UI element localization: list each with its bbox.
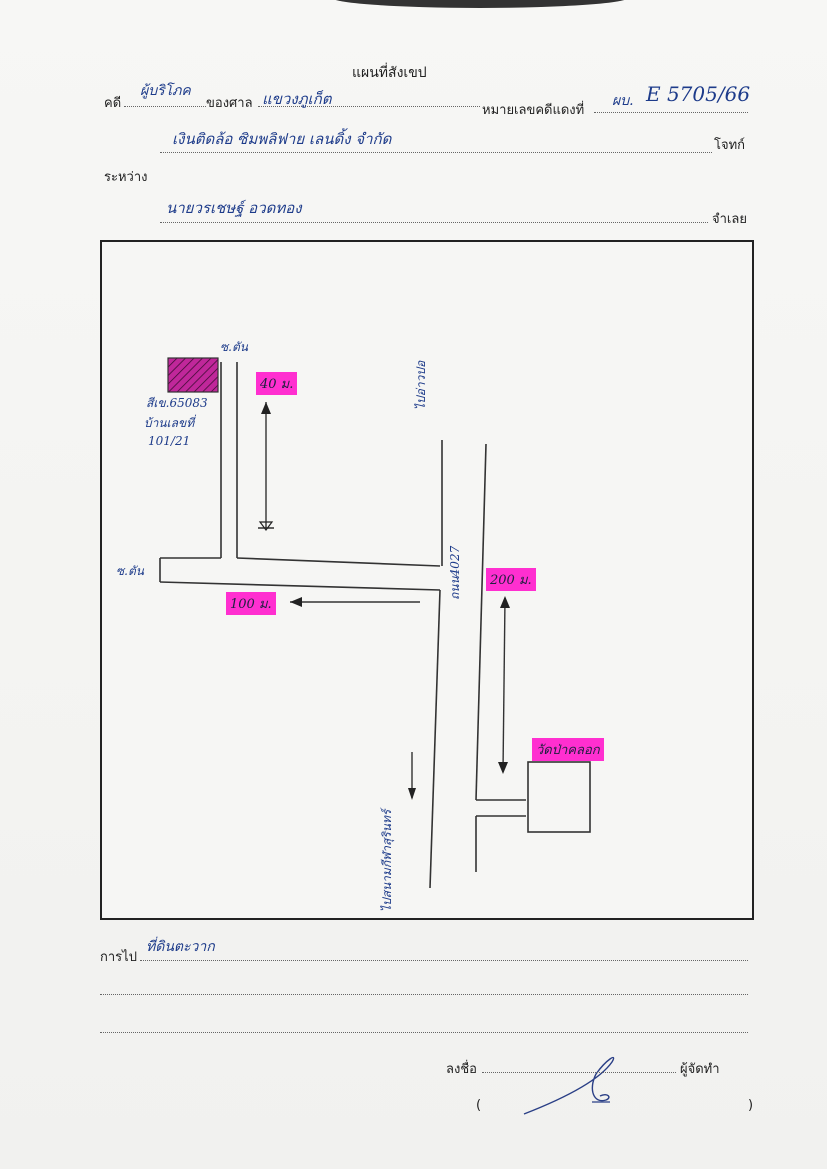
directions-line-3 xyxy=(100,1032,748,1033)
red-case-prefix: ผบ. xyxy=(612,93,634,109)
case-label: คดี xyxy=(104,96,122,111)
sign-line xyxy=(482,1072,676,1073)
house-label-line1: สีเข.65083 xyxy=(146,396,208,410)
directions-line-2 xyxy=(100,994,748,995)
main-road-left-bottom xyxy=(429,589,441,889)
court-label: ของศาล xyxy=(206,96,253,111)
main-road-right-top xyxy=(475,443,487,801)
case-type-line xyxy=(124,106,206,107)
scan-edge-shadow xyxy=(330,0,630,8)
soi-top-label: ซ.ตัน xyxy=(220,340,248,354)
court-name-line xyxy=(258,106,480,107)
document-title: แผนที่สังเขป xyxy=(352,65,427,81)
between-label: ระหว่าง xyxy=(104,170,148,185)
house-block xyxy=(167,357,219,393)
plaintiff-line xyxy=(160,152,712,153)
soi-horizontal-bottom xyxy=(159,581,441,591)
paren-close: ) xyxy=(748,1098,754,1113)
house-label-line3: 101/21 xyxy=(148,434,191,448)
arrow-40m-head-down xyxy=(258,521,274,531)
road-number-label: ถนน4027 xyxy=(448,545,462,600)
red-case-number: E 5705/66 xyxy=(646,82,751,106)
arrow-bottom-direction-head xyxy=(408,788,416,800)
sign-role: ผู้จัดทำ xyxy=(680,1062,720,1077)
direction-bottom-label: ไปสนามกีฬาสุรินทร์ xyxy=(380,809,394,912)
direction-top-label: ไปอ่าวปอ xyxy=(414,360,428,410)
defendant-value: นายวรเชษฐ์ อวดทอง xyxy=(166,199,302,217)
directions-value: ที่ดินตะวาก xyxy=(146,939,215,955)
arrow-40m-head-up xyxy=(261,402,271,414)
directions-label: การไป xyxy=(100,950,137,965)
case-type-value: ผู้บริโภค xyxy=(140,83,191,99)
distance-100m-label: 100 ม. xyxy=(226,592,276,615)
red-case-label: หมายเลขคดีแดงที่ xyxy=(482,103,585,118)
plaintiff-value: เงินติดล้อ ซิมพลิฟาย เลนดิ้ง จำกัด xyxy=(172,130,392,148)
map-frame xyxy=(100,240,754,920)
landmark-label: วัดป่าคลอก xyxy=(532,738,604,761)
soi-left-label: ซ.ตัน xyxy=(116,564,144,578)
plaintiff-role: โจทก์ xyxy=(714,138,746,153)
distance-40m-label: 40 ม. xyxy=(256,372,298,395)
arrow-100m-head xyxy=(290,597,302,607)
court-name-value: แขวงภูเก็ต xyxy=(262,90,332,108)
red-case-line xyxy=(594,112,748,113)
arrow-200m-line xyxy=(502,597,506,773)
paren-open: ( xyxy=(476,1098,482,1113)
arrow-200m-head-down xyxy=(498,762,508,774)
soi-horizontal-top-right xyxy=(236,557,441,567)
house-label-line2: บ้านเลขที่ xyxy=(144,416,195,430)
directions-line-1 xyxy=(140,960,748,961)
signature-mark xyxy=(523,1056,615,1115)
distance-200m-label: 200 ม. xyxy=(486,568,536,591)
arrow-200m-head-up xyxy=(500,596,510,608)
temple-outline xyxy=(527,761,591,833)
sign-label: ลงชื่อ xyxy=(446,1062,477,1077)
defendant-line xyxy=(160,222,708,223)
defendant-role: จำเลย xyxy=(712,212,747,227)
